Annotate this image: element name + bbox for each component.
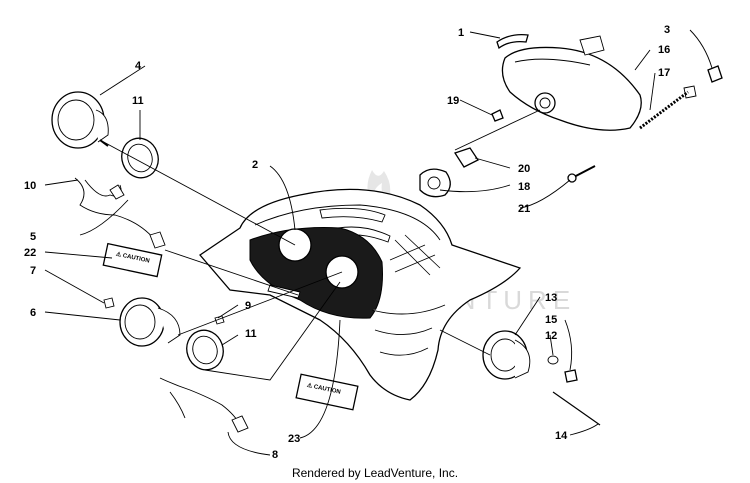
harness-lower	[159, 315, 249, 433]
callout-7: 7	[30, 265, 36, 277]
callout-22: 22	[24, 247, 36, 259]
callout-20: 20	[518, 163, 530, 175]
callout-16: 16	[658, 44, 670, 56]
callout-17: 17	[658, 67, 670, 79]
callout-8: 8	[272, 449, 278, 461]
callout-15: 15	[545, 314, 557, 326]
callout-19: 19	[447, 95, 459, 107]
callout-9: 9	[245, 300, 251, 312]
callout-23: 23	[288, 433, 300, 445]
callout-6: 6	[30, 307, 36, 319]
callout-2: 2	[252, 159, 258, 171]
caution-decal-lower: ⚠ CAUTION	[295, 373, 359, 411]
callout-11-lower: 11	[245, 328, 257, 340]
callout-21: 21	[518, 203, 530, 215]
callout-10: 10	[24, 180, 36, 192]
callout-4: 4	[135, 60, 142, 72]
callout-18: 18	[518, 181, 530, 193]
gauge-tachometer	[103, 297, 181, 347]
rear-light-assembly	[482, 330, 601, 426]
gauge-speedometer	[51, 91, 109, 149]
callout-numbers: 1 2 3 4 5 6 7 8 9 10 11 11 12 13 14 15 1…	[24, 24, 670, 461]
caution-decal-upper: ⚠ CAUTION	[102, 242, 163, 278]
tail-hardware	[419, 65, 723, 198]
callout-14: 14	[555, 430, 568, 442]
callout-13: 13	[545, 292, 557, 304]
tail-housing	[496, 34, 642, 131]
callout-3: 3	[664, 24, 670, 36]
callout-12: 12	[545, 330, 557, 342]
leader-lines	[44, 29, 713, 456]
footer-credit: Rendered by LeadVenture, Inc.	[291, 466, 459, 480]
callout-11-upper: 11	[132, 95, 144, 107]
dash-pod	[199, 188, 522, 401]
callout-5: 5	[30, 231, 36, 243]
harness-upper	[74, 177, 166, 249]
callout-1: 1	[458, 27, 464, 39]
